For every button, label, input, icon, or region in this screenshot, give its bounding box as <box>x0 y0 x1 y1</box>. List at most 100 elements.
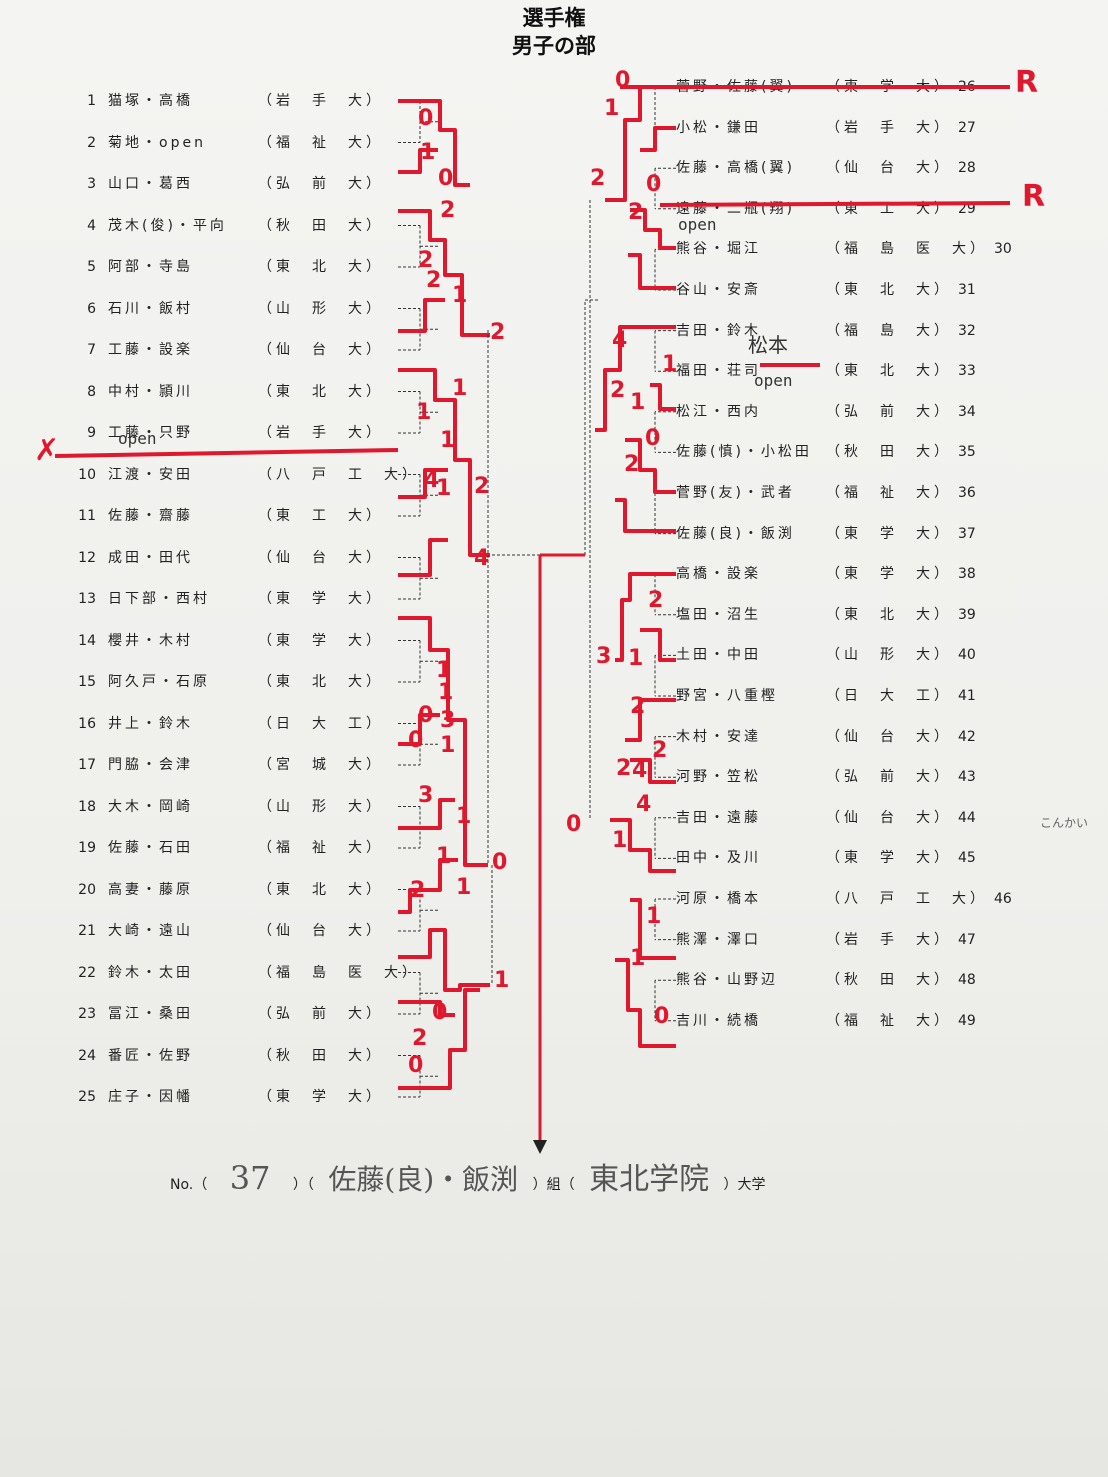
right-entry-row: 河原・橋本（八 戸 工 大）46 <box>676 886 1034 912</box>
entry-names: 工藤・設楽 <box>108 342 193 358</box>
score-digit-right: 4 <box>636 792 652 817</box>
entry-number: 37 <box>958 525 976 542</box>
winner-trail-left <box>398 616 488 867</box>
right-entry-row: 熊谷・山野辺（秋 田 大）48 <box>676 967 998 993</box>
entry-names: 熊澤・澤口 <box>676 931 761 948</box>
score-digit-right: 0 <box>645 426 661 451</box>
score-digit-left: 1 <box>452 283 468 308</box>
entry-school: （岩 手 大） <box>258 93 384 109</box>
score-digit-right: 4 <box>632 758 648 783</box>
entry-names: 冨江・桑田 <box>108 1006 193 1022</box>
winner-trail-right <box>630 898 676 960</box>
entry-number: 43 <box>958 769 976 786</box>
entry-number: 33 <box>958 363 976 380</box>
score-digit-right: 2 <box>652 738 668 763</box>
score-digit-left: 1 <box>440 428 456 453</box>
entry-names: 塩田・沼生 <box>676 606 761 623</box>
right-entry-row: 小松・鎌田（岩 手 大）27 <box>676 115 998 141</box>
entry-school: （福 祉 大） <box>258 134 384 151</box>
entry-names: 猫塚・高橋 <box>108 93 193 109</box>
right-entry-row: 熊澤・澤口（岩 手 大）47 <box>676 927 998 953</box>
score-digit-left: 1 <box>440 733 456 758</box>
retire-mark-26: R <box>1015 65 1039 100</box>
entry-number: 42 <box>958 728 976 745</box>
entry-number: 48 <box>958 972 976 989</box>
entry-number: 35 <box>958 444 976 461</box>
right-entry-row: 田中・及川（東 学 大）45 <box>676 845 998 871</box>
score-digit-left: 3 <box>418 783 434 808</box>
winner-trail-left <box>398 468 448 499</box>
entry-number: 17 <box>78 757 96 773</box>
footer-group-label: ）組（ <box>532 1177 575 1193</box>
entry-number: 44 <box>958 809 976 826</box>
score-digit-right: 2 <box>628 200 644 225</box>
entry-school: （東 北 大） <box>258 259 384 275</box>
entry-names: 土田・中田 <box>676 647 761 664</box>
entry-school: （山 形 大） <box>258 300 384 317</box>
entry-school: （山 形 大） <box>258 798 384 815</box>
footer-university-suffix: ）大学 <box>723 1177 766 1193</box>
score-digit-left: 0 <box>408 1053 424 1078</box>
entry-school: （福 島 医 大） <box>826 241 988 258</box>
entry-number: 20 <box>78 881 96 898</box>
entry-school: （日 大 工） <box>826 688 952 704</box>
winner-trail-right <box>628 253 676 290</box>
score-digit-left: 1 <box>456 804 472 829</box>
entry-names: 阿久戸・石原 <box>108 674 210 690</box>
entry-number: 10 <box>78 466 96 483</box>
entry-school: （東 学 大） <box>826 525 952 542</box>
entry-school: （宮 城 大） <box>258 757 384 773</box>
entry-names: 菊地・open <box>108 134 206 151</box>
score-digit-left: 2 <box>418 248 434 273</box>
score-digit-right: 2 <box>590 166 606 191</box>
entry-names: 吉川・続橋 <box>676 1012 761 1029</box>
entry-names: 櫻井・木村 <box>108 632 193 649</box>
entry-number: 14 <box>78 632 96 649</box>
score-digit-left: 1 <box>420 140 436 165</box>
entry-number: 1 <box>87 93 96 109</box>
entry-names: 小松・鎌田 <box>676 119 761 136</box>
right-entry-row: 福田・荘司（東 北 大）33 <box>676 358 998 384</box>
entry-names: 江渡・安田 <box>108 466 193 483</box>
right-entry-row: 佐藤・高橋(翼)（仙 台 大）28 <box>676 155 998 181</box>
entry-names: 中村・頴川 <box>108 383 193 400</box>
footer-pair-value: 佐藤(良)・飯渕 <box>328 1163 519 1196</box>
entry-school: （東 北 大） <box>258 881 384 898</box>
footer-university-value: 東北学院 <box>589 1162 710 1197</box>
score-digit-right: 1 <box>630 390 646 415</box>
score-digit-right: 2 <box>610 378 626 403</box>
entry-names: 茂木(俊)・平向 <box>108 217 227 234</box>
entry-school: （東 北 大） <box>826 363 952 380</box>
entry-school: （東 北 大） <box>258 674 384 690</box>
entry-names: 庄子・因幡 <box>108 1089 193 1105</box>
score-digit-right: 1 <box>604 96 620 121</box>
score-digit-left: 1 <box>436 844 452 869</box>
winner-trail-left <box>398 99 470 187</box>
winner-trail-right <box>625 698 676 742</box>
score-digit-left: 2 <box>426 268 442 293</box>
entry-number: 11 <box>78 508 96 524</box>
winner-trail-right <box>610 818 676 873</box>
score-digit-left: 0 <box>418 703 434 728</box>
score-digit-right: 0 <box>615 68 631 93</box>
winner-trail-left <box>398 148 438 174</box>
score-digit-left: 1 <box>436 658 452 683</box>
entry-number: 21 <box>78 923 96 939</box>
right-entry-row: 木村・安達（仙 台 大）42 <box>676 724 998 750</box>
title-championship: 選手権 <box>522 6 586 30</box>
entry-number: 39 <box>958 606 976 623</box>
winner-trail-left <box>398 298 445 333</box>
footer-no-label: No.（ <box>170 1177 208 1193</box>
entry-number: 40 <box>958 647 976 664</box>
score-digit-left: 0 <box>438 166 454 191</box>
entry-names: 河野・笠松 <box>676 769 761 786</box>
entry-school: （仙 台 大） <box>826 809 952 826</box>
score-digit-left: 2 <box>410 878 426 903</box>
score-digit-right: 1 <box>628 646 644 671</box>
entry-number: 45 <box>958 850 976 867</box>
entry-school: （福 祉 大） <box>258 840 384 856</box>
